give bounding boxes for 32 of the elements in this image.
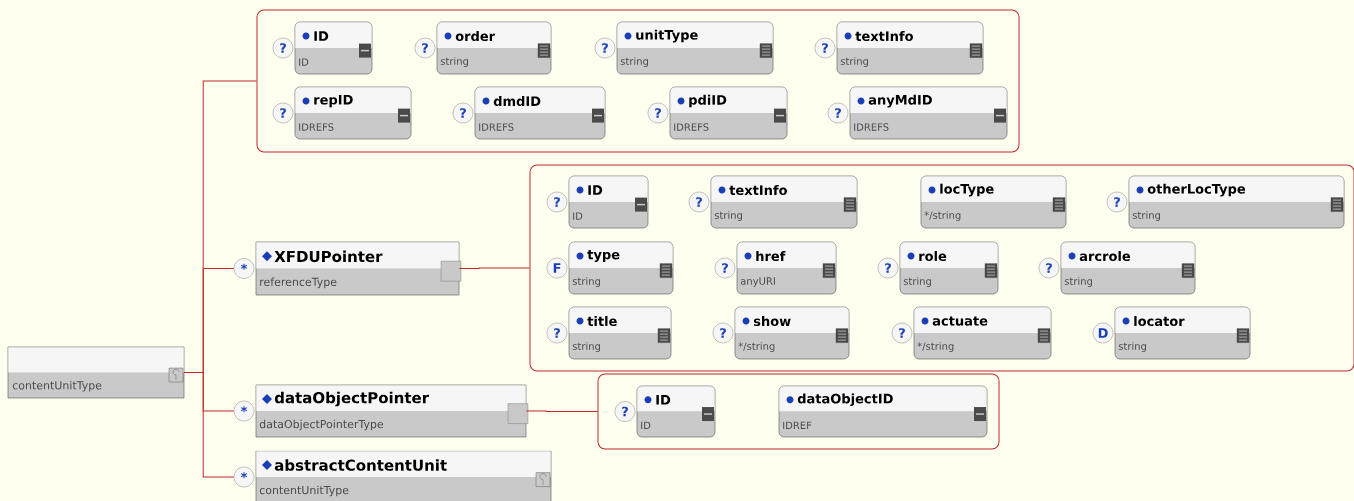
attribute-box: title string	[568, 306, 672, 360]
attribute-box: dataObjectID IDREF	[778, 385, 988, 438]
attribute-box: actuate */string	[913, 306, 1052, 360]
attribute-box: type string	[568, 241, 674, 295]
attribute-box: ID ID	[568, 175, 649, 229]
attribute-box: ID ID	[294, 21, 373, 75]
attribute-box: otherLocType string	[1128, 175, 1345, 229]
attribute-box: show */string	[734, 306, 850, 360]
element-box: contentUnitType	[7, 346, 185, 399]
attribute-box: textInfo string	[836, 21, 984, 75]
attribute-box: ID ID	[636, 385, 716, 438]
element-box: dataObjectPointer dataObjectPointerType	[255, 384, 527, 438]
connector-line	[525, 410, 598, 412]
attribute-box: locator string	[1114, 306, 1251, 360]
attribute-box: href anyURI	[736, 241, 837, 295]
connector-line	[183, 372, 235, 478]
attribute-group-frame	[529, 164, 1354, 372]
attribute-box: locType */string	[920, 175, 1067, 229]
attribute-box: dmdID IDREFS	[474, 86, 606, 140]
attribute-box: role string	[899, 241, 999, 295]
attribute-box: unitType string	[616, 21, 774, 75]
attribute-group-frame	[256, 9, 1020, 153]
attribute-box: order string	[436, 21, 552, 75]
element-box: XFDUPointer referenceType	[255, 241, 460, 296]
connector-line	[458, 267, 530, 269]
attribute-box: textInfo string	[710, 175, 858, 229]
element-box: abstractContentUnit contentUnitType	[255, 450, 552, 501]
attribute-box: arcrole string	[1060, 241, 1196, 295]
attribute-box: anyMdID IDREFS	[849, 86, 1008, 140]
attribute-box: pdiID IDREFS	[669, 86, 788, 140]
attribute-group-frame	[597, 373, 1000, 450]
attribute-box: repID IDREFS	[294, 86, 412, 140]
